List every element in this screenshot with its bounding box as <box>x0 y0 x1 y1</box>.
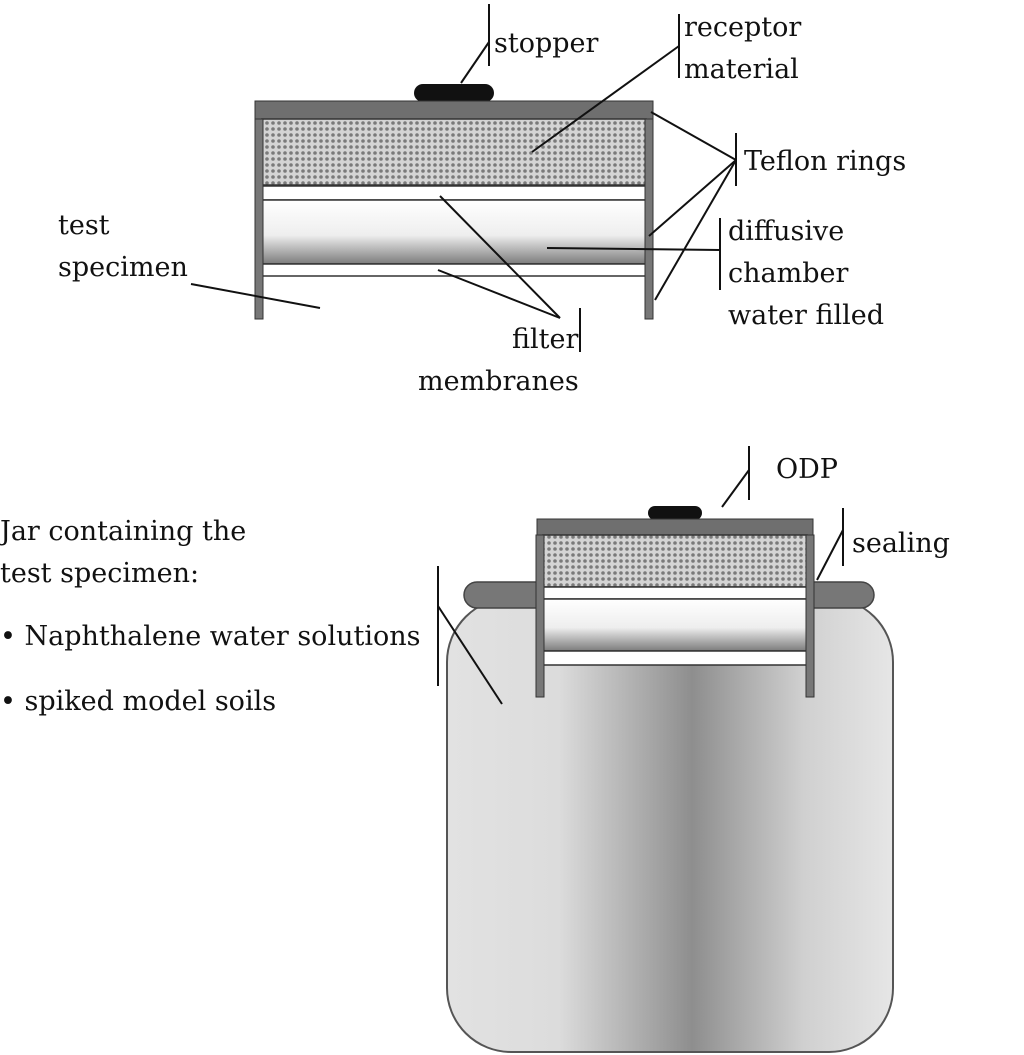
label-jar-line2: test specimen: <box>0 558 199 589</box>
label-receptor-line1: receptor <box>684 12 801 43</box>
bottom-diffusive-chamber <box>542 598 808 652</box>
bottom-left-wall <box>535 534 545 698</box>
top-lower-teflon-ring <box>255 263 653 277</box>
label-filter-line2: membranes <box>418 366 579 397</box>
top-labels: stopper receptor material Teflon rings d… <box>58 12 906 397</box>
label-stopper: stopper <box>494 28 599 59</box>
label-diffusive-line1: diffusive <box>728 216 844 247</box>
label-diffusive-line2: chamber <box>728 258 848 289</box>
label-sealing: sealing <box>852 528 950 559</box>
label-odp: ODP <box>776 454 838 485</box>
bottom-stopper <box>648 506 702 520</box>
bottom-labels: ODP sealing Jar containing the test spec… <box>0 454 950 717</box>
top-stopper <box>414 84 494 102</box>
top-upper-teflon-ring <box>255 185 653 201</box>
label-filter-line1: filter <box>512 324 578 355</box>
label-receptor-line2: material <box>684 54 799 85</box>
bottom-leader-lines <box>437 446 844 705</box>
top-cap <box>254 100 654 120</box>
label-item-naphthalene: • Naphthalene water solutions <box>0 621 420 652</box>
jar-body <box>446 597 894 1053</box>
top-device <box>254 84 654 320</box>
label-test-line2: specimen <box>58 252 188 283</box>
top-right-wall <box>644 118 654 320</box>
label-item-soils: • spiked model soils <box>0 686 276 717</box>
bottom-cap <box>536 518 814 536</box>
label-teflon-rings: Teflon rings <box>744 146 906 177</box>
top-receptor-material <box>261 118 647 186</box>
bottom-lower-teflon-ring <box>537 650 813 666</box>
label-diffusive-line3: water filled <box>728 300 884 331</box>
bottom-right-wall <box>805 534 815 698</box>
label-test-line1: test <box>58 210 110 241</box>
bottom-receptor-material <box>542 534 808 588</box>
top-left-wall <box>254 118 264 320</box>
top-leader-lines <box>190 4 737 352</box>
label-jar-line1: Jar containing the <box>0 516 246 547</box>
bottom-upper-teflon-ring <box>537 586 813 600</box>
bottom-device <box>535 506 815 698</box>
